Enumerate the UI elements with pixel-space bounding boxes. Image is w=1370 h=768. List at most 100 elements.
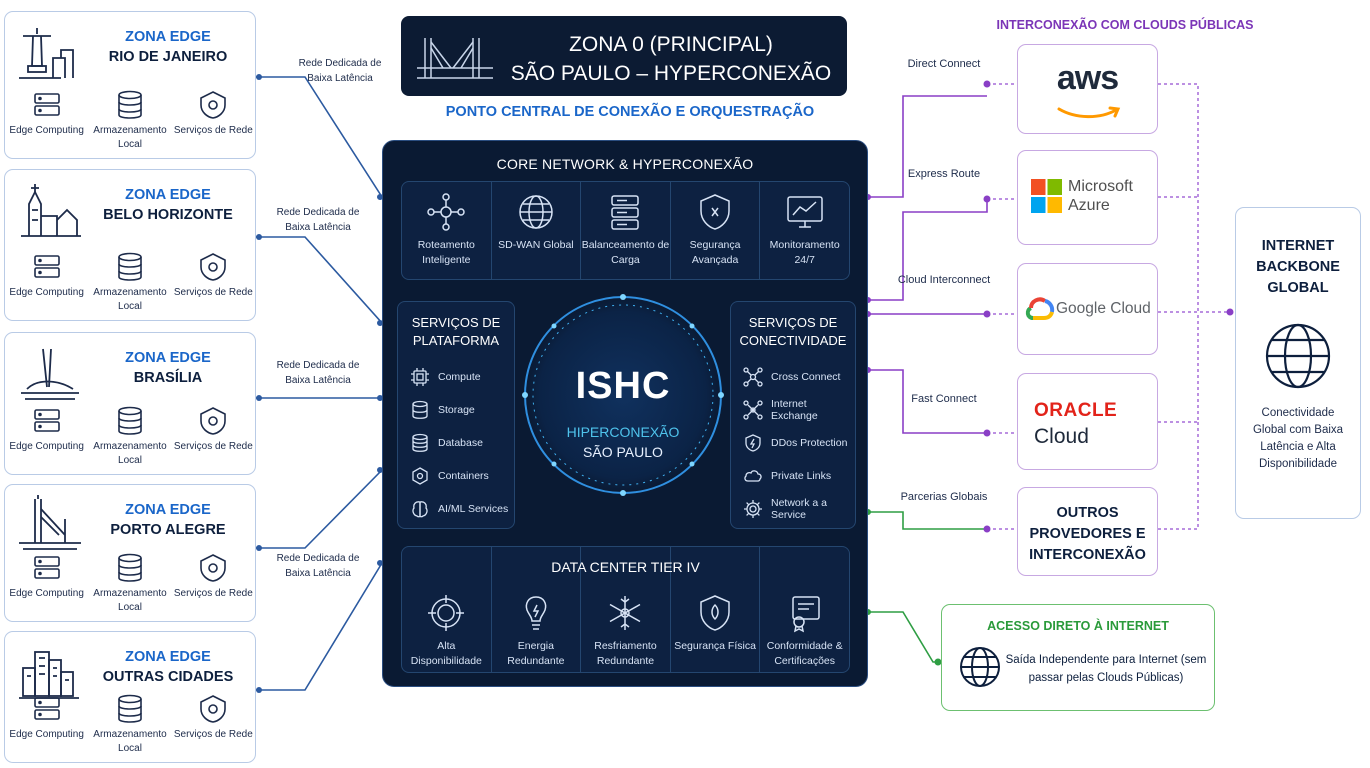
feature-label: Armazenamento Local: [93, 588, 167, 613]
microsoft-logo-icon: [1031, 179, 1062, 213]
network-services-feature: Serviços de Rede: [172, 252, 255, 314]
internet-backbone-card: INTERNET BACKBONE GLOBAL Conectividade G…: [1235, 207, 1361, 519]
local-storage-feature: Armazenamento Local: [88, 90, 171, 152]
platform-item-label: AI/ML Services: [438, 502, 509, 515]
core-item: Roteamento Inteligente: [402, 182, 492, 279]
platform-item: Compute: [398, 360, 514, 393]
server-icon: [33, 697, 60, 720]
snowflake-icon: [610, 596, 641, 630]
connection-label-aws: Direct Connect: [907, 58, 981, 70]
connectivity-item-label: Cross Connect: [771, 370, 841, 383]
connectivity-item-label: DDos Protection: [771, 436, 848, 449]
church-icon: [21, 184, 81, 237]
platform-item-label: Containers: [438, 469, 489, 482]
network-nodes-icon: [427, 193, 466, 231]
cloud-others: OUTROS PROVEDORES E INTERCONEXÃO: [1017, 487, 1158, 576]
feature-label: Serviços de Rede: [173, 729, 253, 740]
lightbulb-icon: [525, 596, 547, 630]
platform-item: Containers: [398, 459, 514, 492]
database-icon: [118, 694, 142, 723]
direct-internet-card: ACESSO DIRETO À INTERNET Saída Independe…: [941, 604, 1215, 711]
direct-internet-description: Saída Independente para Internet (sem pa…: [1005, 654, 1207, 684]
feature-label: Armazenamento Local: [93, 729, 167, 754]
dc-item-label: Resfriamento Redundante: [594, 640, 657, 667]
edge-computing-feature: Edge Computing: [5, 553, 88, 615]
certificate-icon: [791, 596, 820, 633]
server-icon: [33, 93, 60, 116]
dc-item: Energia Redundante: [492, 547, 582, 672]
brain-icon: [412, 500, 428, 517]
cloud-azure: Microsoft Azure: [1017, 150, 1158, 245]
dc-item-label: Energia Redundante: [507, 640, 565, 667]
network-services-feature: Serviços de Rede: [172, 90, 255, 152]
connectivity-services-panel: SERVIÇOS DE CONECTIVIDADE Cross Connect …: [730, 301, 856, 529]
platform-item-label: Storage: [438, 403, 475, 416]
database-icon: [118, 406, 142, 435]
zone0-title: ZONA 0 (PRINCIPAL): [569, 33, 773, 56]
server-icon: [33, 409, 60, 432]
azure-name-line2: Azure: [1068, 197, 1110, 214]
feature-label: Armazenamento Local: [93, 441, 167, 466]
exchange-nodes-icon: [743, 399, 763, 420]
direct-internet-title: ACESSO DIRETO À INTERNET: [987, 619, 1169, 633]
connectivity-item: Private Links: [731, 459, 855, 492]
core-item-label: Balanceamento de Carga: [581, 239, 670, 266]
edge-computing-feature: Edge Computing: [5, 694, 88, 756]
connection-label-google: Cloud Interconnect: [897, 274, 991, 286]
monitor-chart-icon: [786, 196, 823, 228]
database-icon: [118, 252, 142, 281]
zone0-header: ZONA 0 (PRINCIPAL)SÃO PAULO – HYPERCONEX…: [401, 16, 847, 96]
platform-item-label: Database: [438, 436, 483, 449]
local-storage-feature: Armazenamento Local: [88, 252, 171, 314]
feature-label: Edge Computing: [9, 729, 84, 740]
bridge-tower-icon: [19, 495, 81, 550]
core-item-label: SD-WAN Global: [498, 239, 574, 251]
core-network-row: Roteamento Inteligente SD-WAN Global Bal…: [401, 181, 850, 280]
platform-services-panel: SERVIÇOS DE PLATAFORMA Compute Storage D…: [397, 301, 515, 529]
connection-label-partners: Parcerias Globais: [900, 491, 988, 503]
dc-item-label: Segurança Física: [674, 640, 756, 652]
cathedral-icon: [21, 348, 79, 400]
feature-label: Edge Computing: [9, 287, 84, 298]
database-icon: [118, 90, 142, 119]
others-name: OUTROS PROVEDORES E INTERCONEXÃO: [1029, 505, 1146, 563]
zone-kind: ZONA EDGE: [125, 502, 211, 518]
shield-icon: [700, 194, 730, 230]
feature-label: Serviços de Rede: [173, 125, 253, 136]
network-services-feature: Serviços de Rede: [172, 406, 255, 468]
data-center-title: DATA CENTER TIER IV: [551, 559, 700, 575]
server-icon: [33, 556, 60, 579]
core-panel: CORE NETWORK & HYPERCONEXÃO Roteamento I…: [382, 140, 868, 687]
connectivity-item: Network a a Service: [731, 492, 855, 525]
globe-icon: [519, 195, 553, 229]
core-item: Segurança Avançada: [671, 182, 761, 279]
connectivity-item-label: Private Links: [771, 469, 832, 482]
shield-bolt-icon: [745, 433, 761, 452]
network-services-feature: Serviços de Rede: [172, 553, 255, 615]
gear-icon: [744, 499, 762, 518]
aws-logo-text: aws: [1056, 59, 1119, 97]
core-item: Balanceamento de Carga: [581, 182, 671, 279]
database-icon: [412, 433, 428, 452]
ishc-logo: ISHC: [575, 365, 671, 407]
platform-item: Database: [398, 426, 514, 459]
cross-nodes-icon: [743, 366, 763, 387]
link-label-brasilia: Rede Dedicada de Baixa Latência: [276, 360, 360, 386]
cable-bridge-icon: [417, 38, 493, 79]
edge-computing-feature: Edge Computing: [5, 90, 88, 152]
zone-city: PORTO ALEGRE: [110, 522, 226, 538]
dc-item: Conformidade & Certificações: [760, 547, 849, 672]
google-cloud-icon: [1025, 297, 1055, 320]
edge-computing-feature: Edge Computing: [5, 406, 88, 468]
connectivity-item: Internet Exchange: [731, 393, 855, 426]
feature-label: Edge Computing: [9, 125, 84, 136]
shield-gear-icon: [200, 407, 227, 435]
feature-label: Serviços de Rede: [173, 441, 253, 452]
google-cloud-name: Google Cloud: [1056, 300, 1151, 317]
core-item-label: Segurança Avançada: [689, 239, 741, 266]
aws-smile-icon: [1057, 106, 1121, 119]
feature-label: Serviços de Rede: [173, 287, 253, 298]
zone-kind: ZONA EDGE: [125, 29, 211, 45]
